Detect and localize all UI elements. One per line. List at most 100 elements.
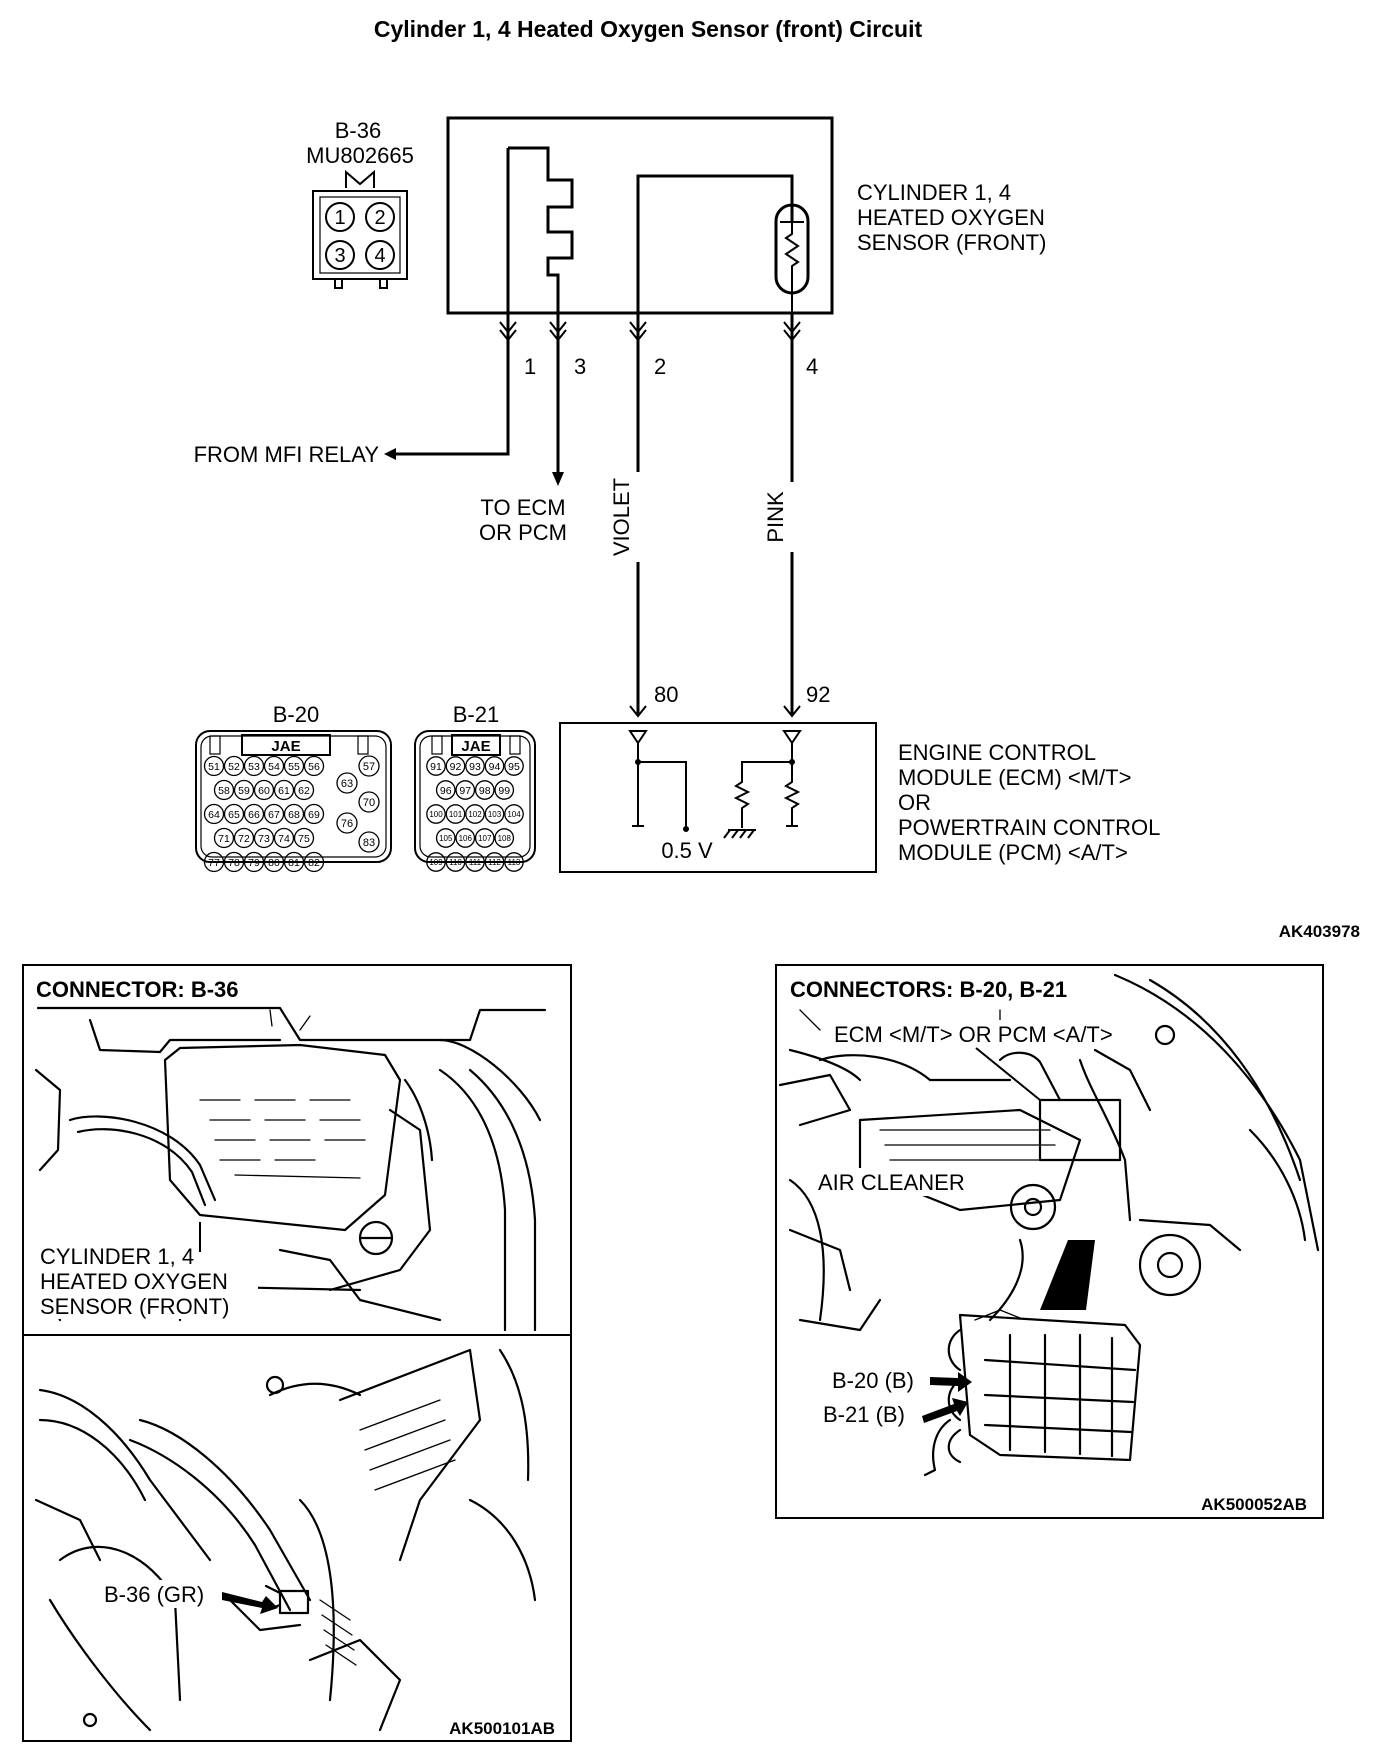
ecm-input-92-resistor	[783, 743, 801, 827]
b21-pin-label: 105	[439, 834, 453, 843]
b20-side-pin	[358, 791, 380, 813]
b20-side-pin	[358, 755, 380, 777]
b21-pin	[504, 852, 524, 872]
b21-pin-label: 110	[449, 858, 462, 867]
b36-pin-3-label: 3	[334, 245, 345, 267]
b21-pin	[504, 756, 524, 776]
terminal-3-label: 3	[574, 354, 586, 379]
b21-pin-label: 111	[469, 858, 482, 867]
wire-mfi-relay	[390, 313, 510, 456]
b21-pin	[494, 828, 515, 848]
b21-pin	[494, 780, 515, 800]
ecm-module-drawing	[923, 1309, 1142, 1477]
b36-connector-id: B-36	[335, 118, 381, 143]
panel-left-sensor-label-3: SENSOR (FRONT)	[40, 1294, 229, 1319]
b21-pin	[455, 780, 476, 800]
sensor-outline	[446, 116, 834, 315]
b20-pin	[223, 755, 245, 777]
ecm-label-line-1: ENGINE CONTROL	[898, 740, 1096, 765]
b21-pin-label: 98	[479, 785, 491, 797]
wiring-harness: 1 3 2 4 FROM MFI RELAY TO ECM OR PCM VIO…	[194, 313, 830, 718]
b36-housing-inner	[319, 196, 401, 274]
b20-pin-label: 82	[308, 857, 320, 869]
b21-pin-label: 91	[430, 761, 442, 773]
b21-pin-label: 102	[468, 810, 482, 819]
ecm-location-callout: ECM <M/T> OR PCM <A/T>	[834, 1022, 1113, 1047]
b20-pin-label: 65	[228, 809, 240, 821]
violet-wire-label: VIOLET	[609, 478, 634, 556]
ecm-label-line-2: MODULE (ECM) <M/T>	[898, 765, 1131, 790]
b21-maker-plate	[451, 734, 501, 756]
b21-latch-left	[431, 735, 443, 755]
b20-side-pin-label: 70	[363, 797, 375, 809]
b21-pin	[465, 756, 485, 776]
b20-pin	[213, 827, 235, 849]
b20-pin-label: 58	[218, 785, 230, 797]
b21-location-callout: B-21 (B)	[823, 1402, 905, 1427]
b36-latch-right	[379, 278, 388, 289]
b21-pin	[455, 828, 476, 848]
terminal-2-label: 2	[654, 354, 666, 379]
sensor-label-line-2: HEATED OXYGEN	[857, 205, 1045, 230]
b21-pin-label: 92	[450, 761, 462, 773]
b21-pin	[474, 828, 495, 848]
b20-pin-label: 64	[208, 809, 220, 821]
ecm-leader-line	[975, 1047, 1041, 1101]
b20-pin	[243, 803, 265, 825]
b21-pin-label: 109	[429, 858, 443, 867]
b20-pin	[283, 755, 305, 777]
b20-pin	[293, 827, 315, 849]
b20-pin	[303, 755, 325, 777]
b20-pin	[223, 851, 245, 873]
b20-pin-label: 59	[238, 785, 250, 797]
b20-pin-label: 74	[278, 833, 290, 845]
ecm-input-92-icon	[782, 730, 802, 745]
b20-latch-right	[357, 735, 369, 755]
b20-side-pin	[358, 831, 380, 853]
b20-pin-label: 73	[258, 833, 270, 845]
b20-maker-label: JAE	[271, 738, 300, 755]
b20-pin-label: 54	[268, 761, 280, 773]
zoom-pointer-icon	[1040, 1240, 1095, 1310]
b20-pin-label: 69	[308, 809, 320, 821]
b21-pin	[504, 804, 524, 824]
ecm-callout-backing	[830, 1020, 1148, 1048]
b20-side-pin-label: 63	[341, 778, 353, 790]
b21-pin-label: 101	[449, 810, 463, 819]
b36-latch-left	[334, 278, 343, 289]
b21-pin	[426, 804, 446, 824]
b21-pin	[435, 780, 456, 800]
b20-side-pin-label: 57	[363, 761, 375, 773]
b20-pin	[303, 803, 325, 825]
b21-pin-label: 96	[440, 785, 452, 797]
b21-pin-label: 107	[478, 834, 492, 843]
sensor-label-line-1: CYLINDER 1, 4	[857, 180, 1011, 205]
b20-pin	[253, 779, 275, 801]
b20-pin-label: 56	[308, 761, 320, 773]
b20-pin	[233, 779, 255, 801]
to-ecm-label-line-2: OR PCM	[479, 520, 567, 545]
b21-pin	[465, 804, 485, 824]
b21-pin-label: 94	[489, 761, 501, 773]
heater-element	[508, 146, 574, 313]
ecm-bias-voltage: 0.5 V	[661, 838, 713, 863]
b21-pin-label: 104	[507, 810, 521, 819]
b21-pin-label: 112	[488, 858, 501, 867]
b20-pin	[263, 851, 285, 873]
bias-voltage-node	[683, 826, 689, 832]
b20-location-callout: B-20 (B)	[832, 1368, 914, 1393]
panel-connector-b36: CONNECTOR: B-36 CYLINDER 1,	[22, 964, 572, 1742]
ecm-input-80-line	[632, 743, 644, 827]
b21-connector-id: B-21	[453, 702, 499, 727]
b36-pin-2-label: 2	[374, 207, 385, 229]
b21-pin	[465, 852, 485, 872]
b21-pin-label: 93	[469, 761, 481, 773]
b36-pin-1	[325, 202, 355, 232]
ecm-label-line-5: MODULE (PCM) <A/T>	[898, 840, 1128, 865]
panel-right-frame	[775, 964, 1324, 1519]
b21-pin	[445, 804, 466, 824]
b36-pin-4-label: 4	[374, 245, 385, 267]
